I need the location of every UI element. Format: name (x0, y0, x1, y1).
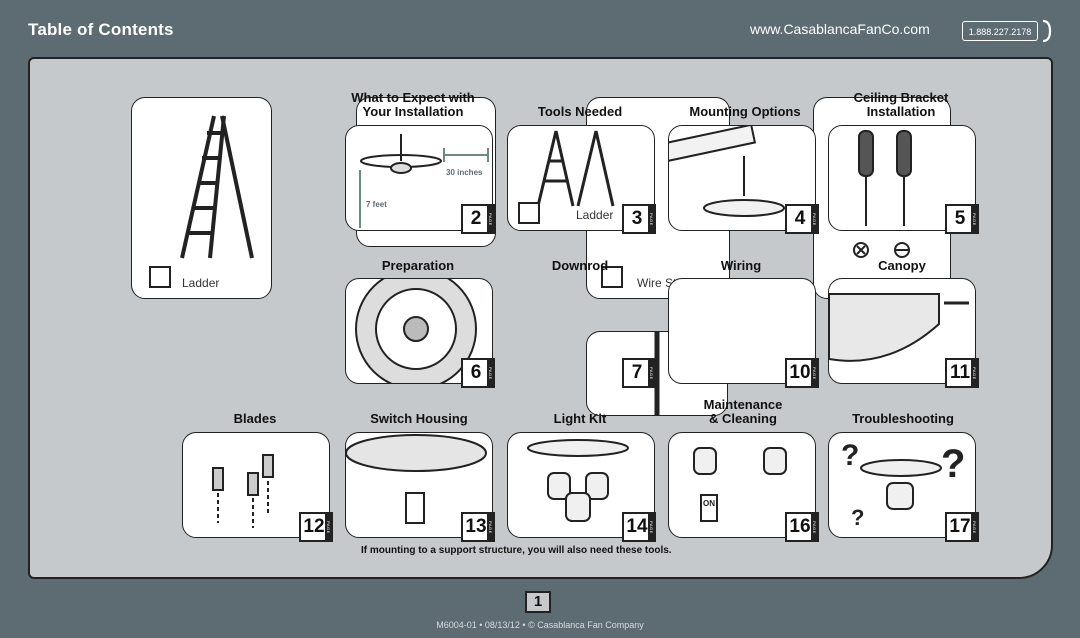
screwdrivers-icon (858, 130, 912, 226)
page-reference-number: 13 (465, 516, 487, 537)
page-reference-number: 7 (631, 362, 643, 383)
maintenance-image (693, 447, 787, 522)
ladder-icon (180, 115, 254, 259)
section-title[interactable]: Preparation (381, 258, 455, 273)
ladder-icon-small (536, 130, 615, 207)
phone-number: 1.888.227.2178 (962, 21, 1038, 41)
page-tag: PAGE (648, 360, 654, 386)
footer-text: M6004-01 • 08/13/12 • © Casablanca Fan C… (436, 620, 644, 630)
page-tag: PAGE (811, 360, 817, 386)
page-tag: PAGE (811, 514, 817, 540)
page-reference-number: 17 (949, 516, 971, 537)
page-reference-box[interactable]: 6 PAGE (461, 358, 495, 388)
page-reference-number: 12 (303, 516, 325, 537)
switch-on-label: ON (703, 499, 715, 508)
page-reference-number: 4 (794, 208, 806, 229)
page-tag: PAGE (487, 206, 493, 232)
section-title[interactable]: Canopy (878, 258, 926, 273)
fan-dimensions-diagram (359, 134, 489, 228)
page-reference-box[interactable]: 3 PAGE (622, 204, 656, 234)
svg-text:?: ? (941, 442, 965, 486)
page-tag: PAGE (487, 514, 493, 540)
page-tag: PAGE (971, 514, 977, 540)
website-url[interactable]: www.CasablancaFanCo.com (750, 21, 930, 37)
section-title[interactable]: Mounting Options (689, 104, 801, 119)
blade-screws-image (212, 454, 274, 528)
section-title[interactable]: Wiring (720, 258, 762, 273)
section-card-switch-housing[interactable] (345, 432, 493, 538)
page-tag: PAGE (971, 206, 977, 232)
light-kit-image (527, 439, 629, 522)
lock-unlock-icons (853, 242, 910, 258)
page-reference-box[interactable]: 2 PAGE (461, 204, 495, 234)
phone-icon (1042, 19, 1052, 43)
troubleshooting-image: ? ? ? (841, 439, 965, 530)
page-reference-number: 5 (954, 208, 966, 229)
page-tag: PAGE (487, 360, 493, 386)
ladder-small-checkbox[interactable] (518, 202, 540, 224)
section-title[interactable]: Maintenance & Cleaning (703, 397, 783, 426)
section-title[interactable]: Tools Needed (537, 104, 623, 119)
canopy-image (829, 293, 969, 362)
ladder-label: Ladder (182, 276, 220, 290)
page-reference-number: 2 (470, 208, 482, 229)
page-reference-box[interactable]: 5 PAGE (945, 204, 979, 234)
width-dimension: 30 inches (446, 168, 483, 177)
page-reference-number: 3 (631, 208, 643, 229)
downrod-image (654, 332, 660, 415)
section-title[interactable]: Downrod (551, 258, 609, 273)
height-dimension: 7 feet (366, 200, 387, 209)
page-number: 1 (525, 591, 551, 613)
section-title[interactable]: What to Expect with Your Installation (351, 90, 475, 119)
section-title[interactable]: Ceiling Bracket Installation (853, 90, 949, 119)
page-reference-number: 10 (789, 362, 811, 383)
page-reference-number: 6 (470, 362, 482, 383)
section-title[interactable]: Troubleshooting (852, 411, 954, 426)
svg-text:?: ? (841, 439, 859, 472)
section-title[interactable]: Light Kit (553, 411, 607, 426)
page-tag: PAGE (325, 514, 331, 540)
ladder-tool-card: Ladder (131, 97, 272, 299)
switch-housing-image (346, 434, 487, 524)
page-tag: PAGE (971, 360, 977, 386)
section-card-tools[interactable]: Ladder (507, 125, 655, 231)
ladder-small-label: Ladder (576, 208, 614, 222)
mounting-options-image (669, 126, 785, 217)
page-tag: PAGE (811, 206, 817, 232)
motor-housing-image (355, 279, 477, 383)
support-structure-note: If mounting to a support structure, you … (361, 545, 672, 556)
page-reference-number: 16 (789, 516, 811, 537)
page-reference-number: 11 (949, 362, 971, 383)
page-reference-box[interactable]: 4 PAGE (785, 204, 819, 234)
svg-text:?: ? (851, 505, 864, 530)
page-tag: PAGE (648, 514, 654, 540)
header-title: Table of Contents (28, 20, 174, 39)
section-title[interactable]: Blades (233, 411, 277, 426)
wire-strippers-checkbox[interactable] (601, 266, 623, 288)
ladder-checkbox[interactable] (149, 266, 171, 288)
page-reference-box[interactable]: 7 PAGE (622, 358, 656, 388)
section-title[interactable]: Switch Housing (370, 411, 468, 426)
page-tag: PAGE (648, 206, 654, 232)
page-reference-number: 14 (626, 516, 648, 537)
section-card-ceiling-bracket[interactable] (828, 125, 976, 231)
